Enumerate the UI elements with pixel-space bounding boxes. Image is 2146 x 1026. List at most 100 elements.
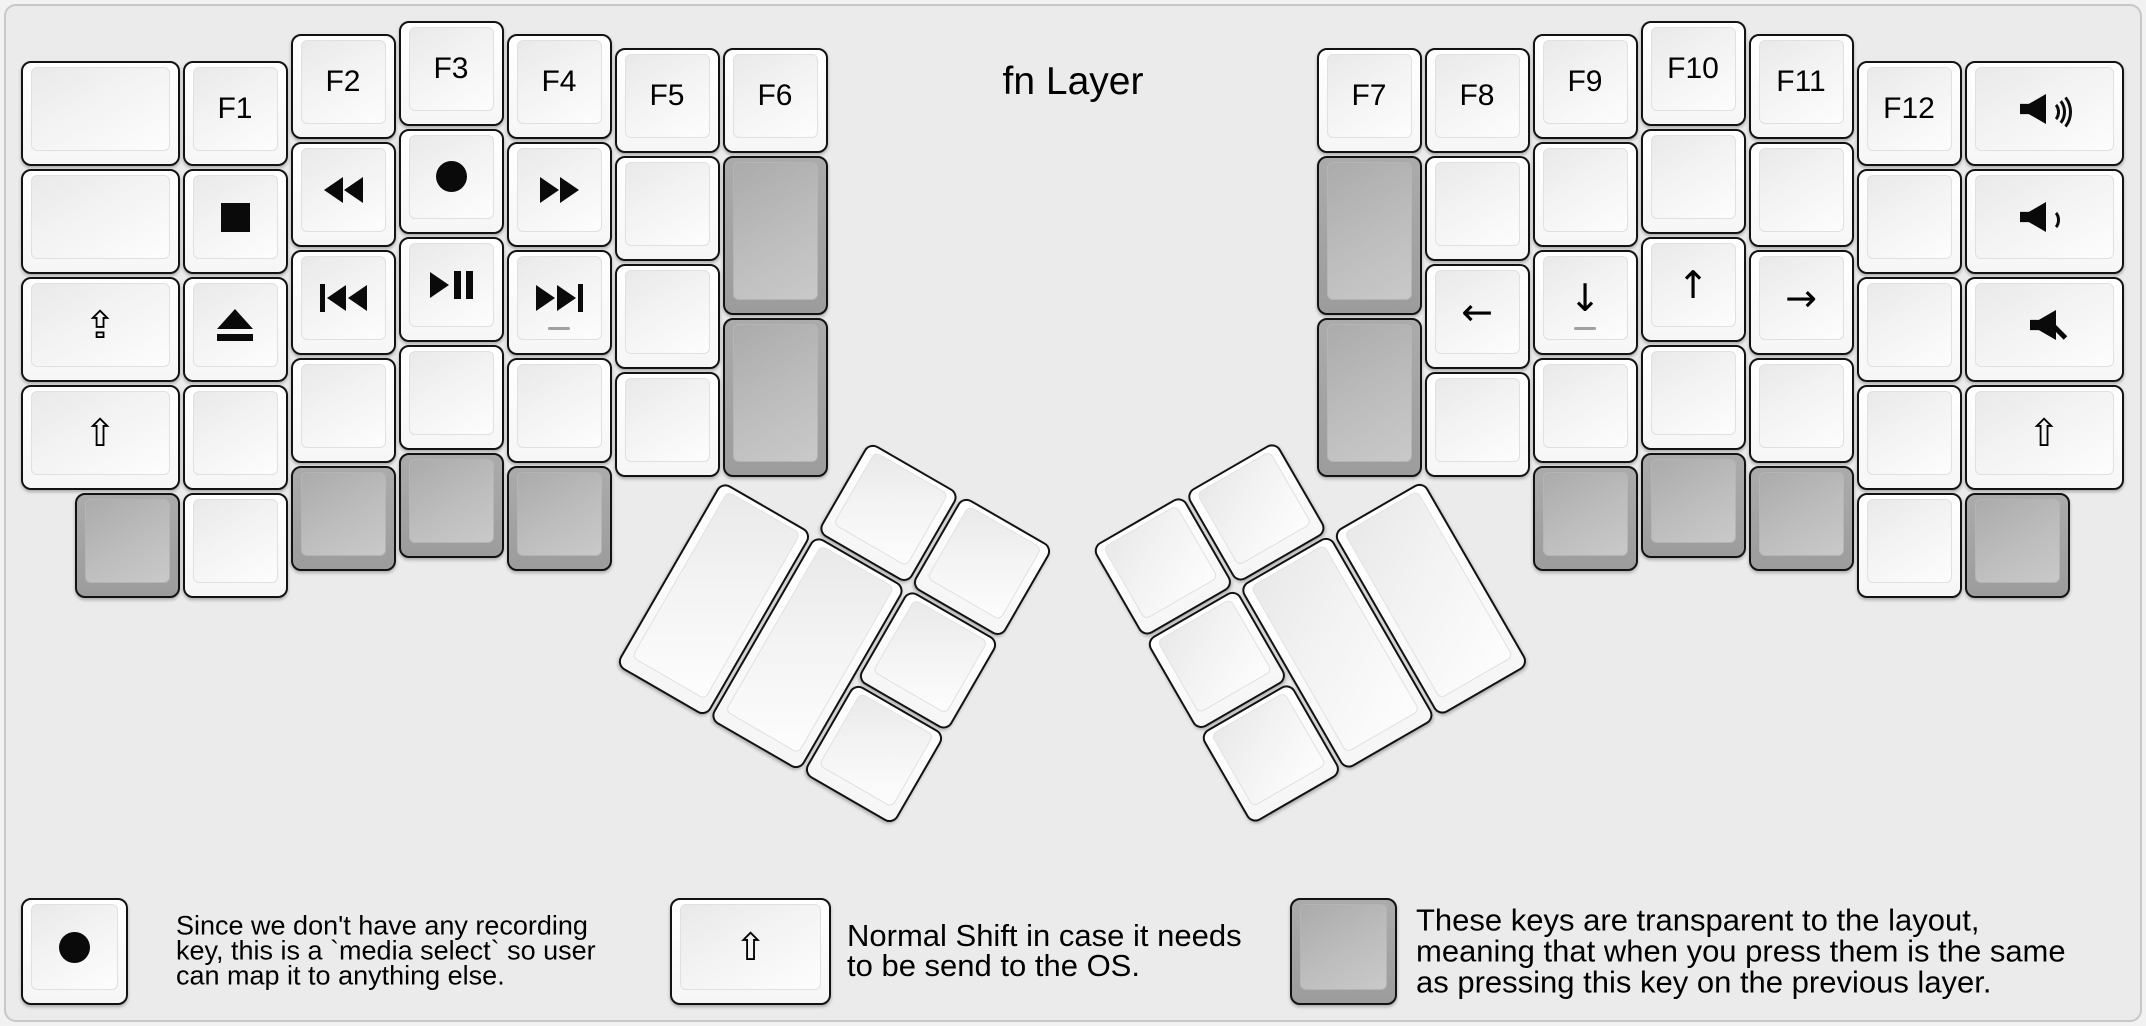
key-blank[interactable]	[290, 358, 396, 463]
key-arrow-up[interactable]: ↑	[1640, 236, 1746, 342]
key-f8[interactable]: F8	[1424, 47, 1530, 153]
key-transparent[interactable]	[1532, 466, 1638, 571]
key-blank[interactable]	[1748, 358, 1854, 463]
key-blank[interactable]	[1748, 142, 1854, 247]
key-play-pause[interactable]	[398, 236, 504, 342]
key-transparent[interactable]	[722, 155, 828, 315]
keycap-face	[1974, 67, 2114, 151]
keycap-face	[732, 323, 818, 462]
key-glyph: ⇧	[2028, 411, 2060, 455]
key-prev-track[interactable]	[290, 250, 396, 355]
key-blank[interactable]	[614, 263, 720, 369]
key-label: F7	[1351, 78, 1387, 112]
key-blank[interactable]	[1424, 371, 1530, 477]
key-glyph: ↑	[1677, 262, 1709, 307]
keycap-face	[408, 458, 494, 543]
key-glyph: →	[1785, 276, 1817, 320]
keycap-face	[1974, 499, 2060, 583]
key-stop[interactable]	[182, 169, 288, 274]
homing-bar	[1574, 327, 1596, 330]
key-f2[interactable]: F2	[290, 34, 396, 139]
keycap-face	[1866, 283, 1952, 367]
legend-key-transparent	[1290, 898, 1397, 1005]
key-rewind[interactable]	[290, 142, 396, 247]
key-transparent[interactable]	[722, 317, 828, 477]
key-blank[interactable]	[614, 371, 720, 477]
key-glyph: ⇧	[734, 925, 767, 969]
key-label: F8	[1459, 78, 1495, 112]
keycap-face: ↑	[1650, 242, 1736, 327]
key-transparent[interactable]	[1316, 155, 1422, 315]
key-transparent[interactable]	[1316, 317, 1422, 477]
next-track-icon	[535, 284, 583, 312]
key-blank[interactable]	[1640, 344, 1746, 450]
key-blank[interactable]	[614, 155, 720, 261]
key-label: F1	[217, 92, 253, 125]
key-blank[interactable]	[20, 61, 180, 166]
keycap-face	[732, 161, 818, 300]
key-transparent[interactable]	[506, 466, 612, 571]
key-transparent[interactable]	[1964, 493, 2070, 598]
keycap-face	[1866, 391, 1952, 475]
key-transparent[interactable]	[1640, 452, 1746, 558]
key-f5[interactable]: F5	[614, 47, 720, 153]
key-shift-right[interactable]: ⇧	[1964, 385, 2124, 490]
key-volume-mute[interactable]	[1964, 277, 2124, 382]
key-shift-left[interactable]: ⇧	[20, 385, 180, 490]
key-blank[interactable]	[20, 169, 180, 274]
keycap-face	[408, 350, 494, 435]
key-f3[interactable]: F3	[398, 20, 504, 126]
key-volume-up[interactable]	[1964, 61, 2124, 166]
key-blank[interactable]	[506, 358, 612, 463]
keycap-face	[926, 504, 1042, 620]
key-blank[interactable]	[1856, 385, 1962, 490]
keycap-face: F9	[1542, 40, 1628, 124]
key-blank[interactable]	[1532, 358, 1638, 463]
key-blank[interactable]	[1856, 493, 1962, 598]
key-blank[interactable]	[182, 385, 288, 490]
key-f7[interactable]: F7	[1316, 47, 1422, 153]
key-label: F2	[325, 65, 361, 98]
keycap-face	[1542, 472, 1628, 556]
key-f10[interactable]: F10	[1640, 20, 1746, 126]
key-blank[interactable]	[1532, 142, 1638, 247]
key-arrow-down[interactable]: ↓	[1532, 250, 1638, 355]
key-volume-down[interactable]	[1964, 169, 2124, 274]
key-arrow-right[interactable]: →	[1748, 250, 1854, 355]
key-blank[interactable]	[1640, 128, 1746, 234]
keycap-face	[30, 67, 170, 151]
key-eject[interactable]	[182, 277, 288, 382]
keycap-face	[1758, 364, 1844, 448]
key-blank[interactable]	[1856, 169, 1962, 274]
keycap-face	[1758, 148, 1844, 232]
key-blank[interactable]	[182, 493, 288, 598]
key-blank[interactable]	[1424, 155, 1530, 261]
key-f11[interactable]: F11	[1748, 34, 1854, 139]
volume-down-icon	[2016, 197, 2072, 237]
key-transparent[interactable]	[74, 493, 180, 598]
key-caps-lock[interactable]: ⇪	[20, 277, 180, 382]
keycap-face: F3	[408, 26, 494, 111]
keycap-face	[1434, 377, 1520, 462]
key-transparent[interactable]	[290, 466, 396, 571]
keycap-face	[408, 134, 494, 219]
key-blank[interactable]	[398, 344, 504, 450]
key-fast-forward[interactable]	[506, 142, 612, 247]
key-next-track[interactable]	[506, 250, 612, 355]
keycap-face: F11	[1758, 40, 1844, 124]
key-blank[interactable]	[1856, 277, 1962, 382]
key-f4[interactable]: F4	[506, 34, 612, 139]
key-record[interactable]	[398, 128, 504, 234]
key-transparent[interactable]	[1748, 466, 1854, 571]
key-f12[interactable]: F12	[1856, 61, 1962, 166]
legend-key-record	[21, 898, 128, 1005]
key-arrow-left[interactable]: ←	[1424, 263, 1530, 369]
key-f6[interactable]: F6	[722, 47, 828, 153]
key-transparent[interactable]	[398, 452, 504, 558]
legend-key-shift: ⇧	[670, 898, 831, 1005]
volume-mute-icon	[2016, 305, 2072, 345]
key-f9[interactable]: F9	[1532, 34, 1638, 139]
key-f1[interactable]: F1	[182, 61, 288, 166]
stop-icon	[220, 202, 250, 232]
